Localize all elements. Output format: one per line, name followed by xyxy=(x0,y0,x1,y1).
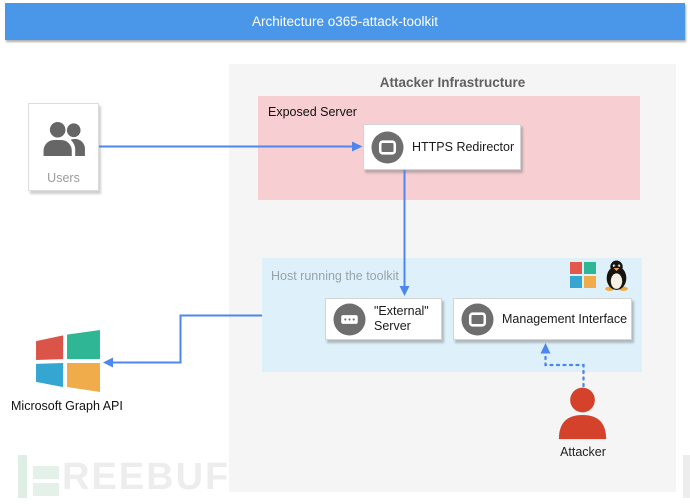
freebuf-watermark-text: REEBUF xyxy=(62,456,231,498)
management-interface-node: Management Interface xyxy=(453,298,632,340)
microsoft-graph-logo-icon xyxy=(35,330,101,397)
microsoft-graph-api-label: Microsoft Graph API xyxy=(11,399,123,413)
external-server-node: "External" Server xyxy=(325,298,442,340)
application-window-icon xyxy=(371,130,404,164)
https-redirector-node: HTTPS Redirector xyxy=(363,124,521,170)
diagram-title-bar: Architecture o365-attack-toolkit xyxy=(5,3,685,40)
users-label: Users xyxy=(47,171,80,185)
attacker-infrastructure-title: Attacker Infrastructure xyxy=(379,75,526,90)
diagram-title: Architecture o365-attack-toolkit xyxy=(251,14,439,29)
freebuf-watermark-logo-icon xyxy=(18,455,27,498)
attacker-person-icon xyxy=(557,387,608,446)
external-server-label: "External" Server xyxy=(374,304,429,333)
toolkit-host-label: Host running the toolkit xyxy=(271,269,399,283)
linux-tux-icon xyxy=(603,260,630,296)
https-redirector-label: HTTPS Redirector xyxy=(412,140,515,154)
users-node: Users xyxy=(28,103,99,191)
application-window-icon xyxy=(461,302,494,336)
exposed-server-label: Exposed Server xyxy=(268,105,357,119)
attacker-label: Attacker xyxy=(560,445,606,459)
freebuf-watermark-fragment xyxy=(683,455,690,498)
server-icon xyxy=(333,302,366,336)
windows-logo-icon xyxy=(570,262,596,293)
users-icon xyxy=(40,121,88,163)
freebuf-watermark-logo-icon xyxy=(33,483,59,496)
freebuf-watermark-logo-icon xyxy=(33,466,59,479)
management-interface-label: Management Interface xyxy=(502,312,628,326)
